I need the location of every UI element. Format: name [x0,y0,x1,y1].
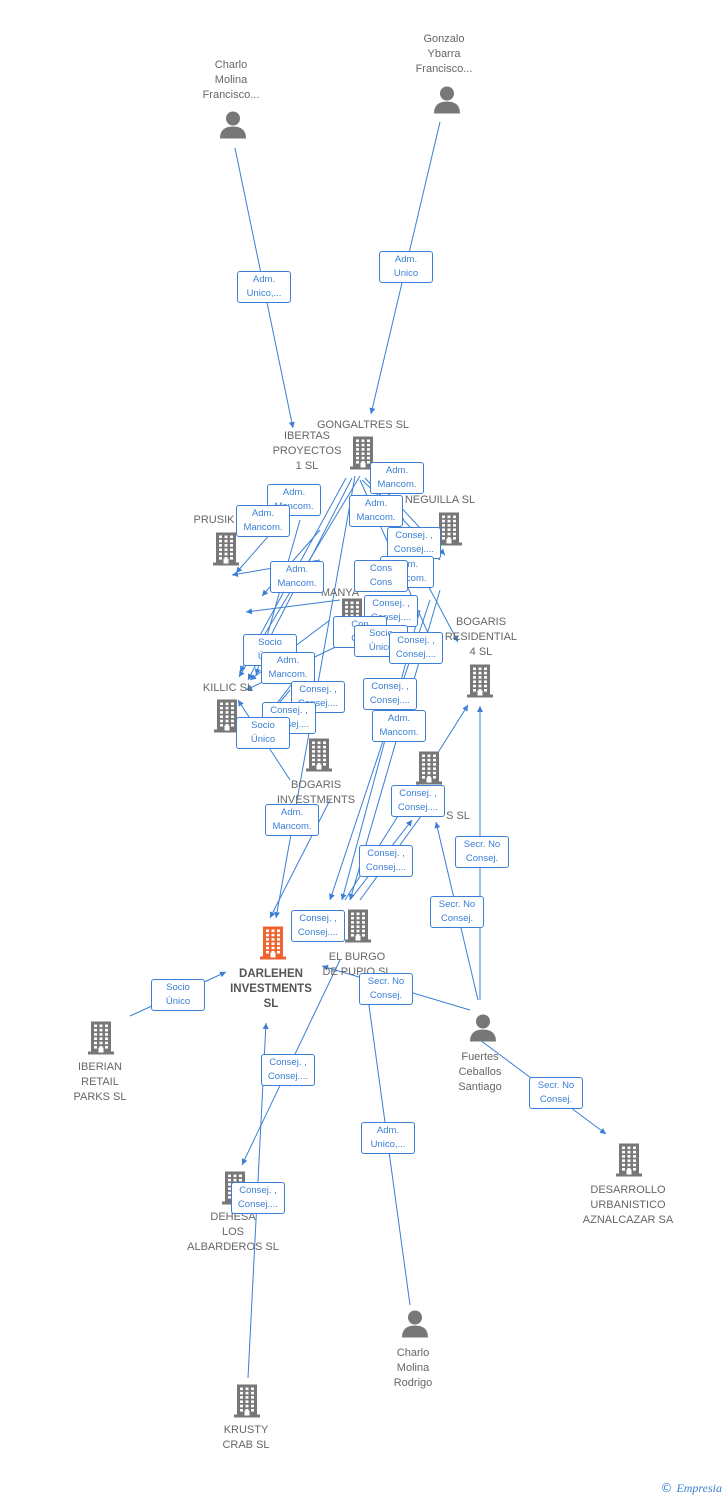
edge-label[interactable]: Adm. Unico,... [361,1122,415,1154]
node-label-manya[interactable]: MANYA [320,587,360,599]
edge-label[interactable]: Adm. Mancom. [372,710,426,742]
edge-label[interactable]: Adm. Mancom. [261,652,315,684]
edge-label[interactable]: Consej. , Consej.... [389,632,443,664]
building-icon[interactable] [350,436,376,475]
edge-label[interactable]: Adm. Mancom. [370,462,424,494]
node-label-desarrollo[interactable]: DESARROLLO URBANISTICO AZNALCAZAR SA [582,1184,674,1226]
edge-line [245,599,341,615]
edge-label[interactable]: Consej. , Consej.... [363,678,417,710]
edge-label[interactable]: Adm. Mancom. [236,505,290,537]
node-label-darlehen[interactable]: DARLEHEN INVESTMENTS SL [230,968,312,1010]
person-icon[interactable] [400,1309,430,1344]
edge-label[interactable]: Adm. Mancom. [349,495,403,527]
edge-label[interactable]: Secr. No Consej. [359,973,413,1005]
edge-label[interactable]: Socio Único [236,717,290,749]
node-label-bogaris-inv[interactable]: BOGARIS INVESTMENTS [276,779,356,806]
building-icon[interactable] [260,926,286,965]
node-label-charlo-fr[interactable]: Charlo Molina Francisco... [202,59,260,101]
person-icon[interactable] [468,1013,498,1048]
edge-label[interactable]: Secr. No Consej. [455,836,509,868]
node-label-killic[interactable]: KILLIC SL [202,682,254,694]
node-label-iberian[interactable]: IBERIAN RETAIL PARKS SL [73,1061,127,1103]
edge-label[interactable]: Consej. , Consej.... [387,527,441,559]
edge-label[interactable]: Cons Cons [354,560,408,592]
copyright-icon: © [660,1481,673,1495]
edge-label[interactable]: Adm. Mancom. [270,561,324,593]
node-label-bogaris-res[interactable]: BOGARIS RESIDENTIAL 4 SL [444,616,518,658]
node-label-gongaltres[interactable]: GONGALTRES SL [316,419,410,431]
edge-label[interactable]: Consej. , Consej.... [359,845,413,877]
node-label-libertas[interactable]: IBERTAS PROYECTOS 1 SL [272,430,342,472]
footer-brand: ©Empresia [660,1481,722,1496]
building-icon[interactable] [616,1143,642,1182]
node-label-fuertes[interactable]: Fuertes Ceballos Santiago [458,1051,502,1093]
building-icon[interactable] [436,512,462,551]
edge-label[interactable]: Consej. , Consej.... [291,910,345,942]
person-icon[interactable] [432,85,462,120]
node-label-krusty[interactable]: KRUSTY CRAB SL [222,1424,270,1451]
building-icon[interactable] [416,751,442,790]
node-label-prusik[interactable]: PRUSIK [193,514,235,526]
building-icon[interactable] [88,1021,114,1060]
building-icon[interactable] [345,909,371,948]
edge-label[interactable]: Secr. No Consej. [529,1077,583,1109]
edge-label[interactable]: Secr. No Consej. [430,896,484,928]
edge-label[interactable]: Adm. Unico [379,251,433,283]
node-label-gonzalo[interactable]: Gonzalo Ybarra Francisco... [415,33,473,75]
building-icon[interactable] [214,699,240,738]
edge-label[interactable]: Adm. Unico,... [237,271,291,303]
person-icon[interactable] [218,110,248,145]
node-label-charlo-rod[interactable]: Charlo Molina Rodrigo [393,1347,433,1389]
building-icon[interactable] [234,1384,260,1423]
node-label-sl-right[interactable]: S SL [446,810,470,822]
edge-label[interactable]: Consej. , Consej.... [231,1182,285,1214]
building-icon[interactable] [213,532,239,571]
building-icon[interactable] [306,738,332,777]
brand-name: Empresia [676,1481,722,1495]
edge-label[interactable]: Consej. , Consej.... [391,785,445,817]
edge-label[interactable]: Consej. , Consej.... [261,1054,315,1086]
building-icon[interactable] [467,664,493,703]
edge-label[interactable]: Adm. Mancom. [265,804,319,836]
edge-line [269,799,331,919]
node-label-dehesa[interactable]: DEHESA LOS ALBARDEROS SL [187,1211,279,1253]
edge-label[interactable]: Socio Único [151,979,205,1011]
node-label-neguilla[interactable]: NEGUILLA SL [404,494,476,506]
